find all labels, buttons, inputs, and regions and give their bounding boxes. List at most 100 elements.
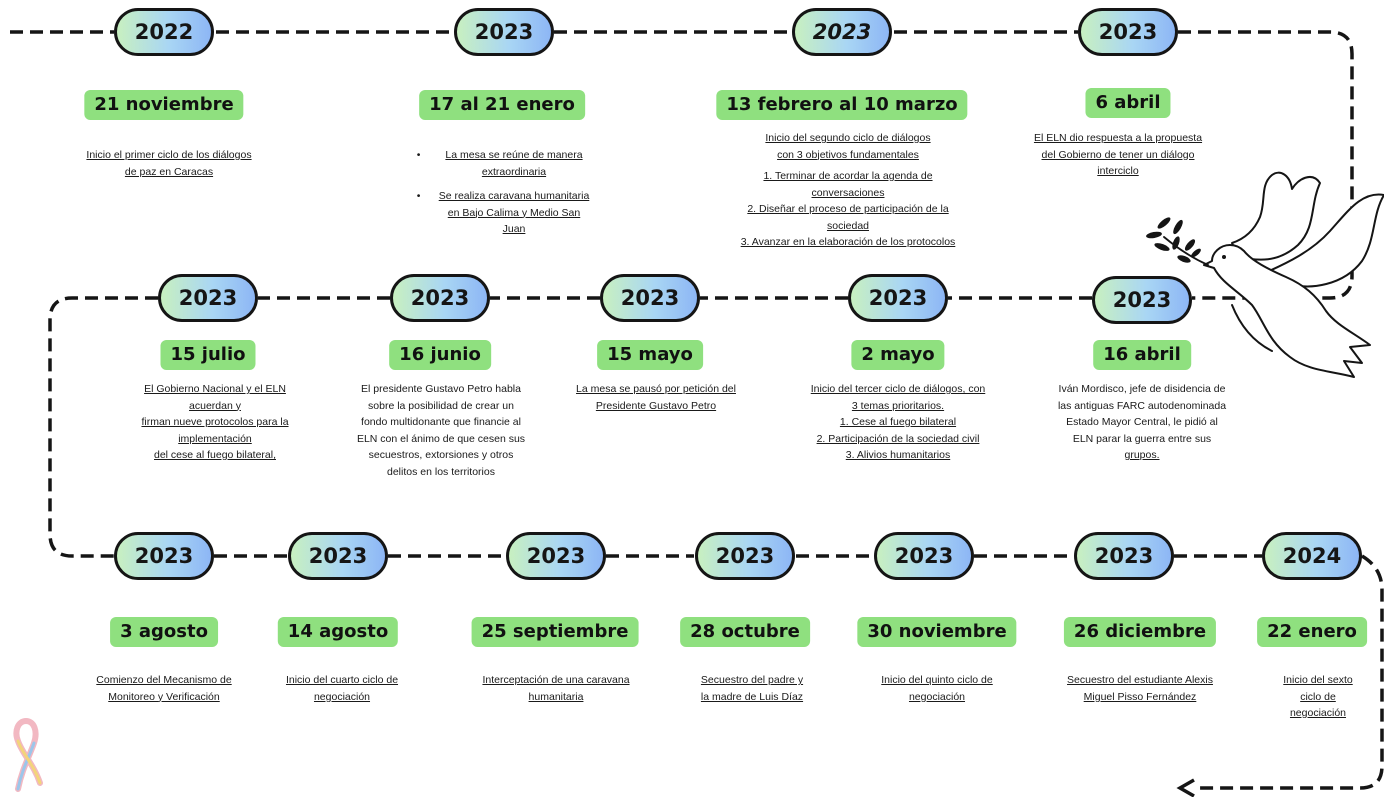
event-description: El Gobierno Nacional y el ELN acuerdan y… (141, 381, 288, 464)
desc-line: Se realiza caravana humanitaria (438, 190, 590, 202)
event-date: 6 abril (1085, 88, 1171, 118)
desc-line: firman nueve protocolos para la (141, 416, 289, 428)
desc-line: sobre la posibilidad de crear un (368, 399, 514, 412)
desc-line: grupos. (1124, 449, 1160, 461)
event-date: 21 noviembre (84, 90, 244, 120)
event-description: Inicio del sexto ciclo de negociación (1283, 672, 1352, 722)
desc-line: 2. Diseñar el proceso de participación d… (747, 203, 949, 215)
year-pill: 2023 (114, 532, 214, 580)
desc-line: de paz en Caracas (124, 165, 214, 178)
desc-line: 3 temas prioritarios. (851, 399, 945, 412)
peace-dove-icon (1146, 171, 1384, 378)
desc-line: ciclo de (1300, 690, 1336, 703)
event-date: 13 febrero al 10 marzo (716, 90, 968, 120)
event-description: Inicio el primer ciclo de los diálogos d… (86, 147, 251, 180)
event-description: Inicio del quinto ciclo de negociación (881, 672, 993, 705)
event-description: La mesa se pausó por petición del Presid… (576, 381, 736, 414)
event-date: 26 diciembre (1063, 617, 1217, 647)
desc-line: del Gobierno de tener un diálogo (1041, 148, 1195, 161)
desc-line: ELN con el ánimo de que cesen sus (356, 432, 526, 445)
event-date: 17 al 21 enero (419, 90, 585, 120)
event-description: La mesa se reúne de manera extraordinari… (417, 147, 590, 246)
event-date: 3 agosto (110, 617, 218, 647)
event-date: 14 agosto (277, 617, 399, 647)
desc-line: 1. Terminar de acordar la agenda de (763, 170, 933, 182)
event-description: Inicio del tercer ciclo de diálogos, con… (811, 381, 986, 464)
event-description: El ELN dio respuesta a la propuesta del … (1034, 130, 1202, 180)
desc-line: Inicio del sexto (1283, 674, 1353, 686)
event-description: Secuestro del padre y la madre de Luis D… (701, 672, 803, 705)
year-pill: 2022 (114, 8, 214, 56)
desc-line: delitos en los territorios (387, 465, 495, 478)
year-pill: 2023 (695, 532, 795, 580)
desc-line: Juan (502, 223, 526, 235)
event-description: Inicio del segundo ciclo de diálogos con… (741, 130, 956, 251)
year-pill: 2023 (158, 274, 258, 322)
event-date: 16 junio (389, 340, 491, 370)
desc-line: Miguel Pisso Fernández (1083, 690, 1197, 703)
desc-line: 1. Cese al fuego bilateral (839, 416, 957, 428)
desc-line: conversaciones (811, 186, 885, 199)
event-date: 2 mayo (851, 340, 945, 370)
desc-line: negociación (313, 690, 371, 703)
desc-line: las antiguas FARC autodenominada (1057, 399, 1227, 412)
desc-line: Inicio del tercer ciclo de diálogos, con (810, 383, 986, 395)
year-pill: 2024 (1262, 532, 1362, 580)
desc-line: Monitoreo y Verificación (108, 690, 220, 703)
year-pill: 2023 (848, 274, 948, 322)
event-date: 16 abril (1093, 340, 1191, 370)
desc-line: negociación (908, 690, 966, 703)
desc-line: El presidente Gustavo Petro habla (361, 383, 521, 395)
event-date: 30 noviembre (857, 617, 1017, 647)
desc-line: fondo multidonante que financie al (361, 416, 521, 428)
desc-line: sociedad (826, 219, 870, 232)
year-pill: 2023 (1078, 8, 1178, 56)
event-description: Interceptación de una caravana humanitar… (482, 672, 629, 705)
desc-line: El Gobierno Nacional y el ELN (144, 383, 286, 395)
year-pill: 2023 (600, 274, 700, 322)
desc-line: Inicio del segundo ciclo de diálogos (765, 132, 931, 144)
desc-line: interciclo (1097, 165, 1139, 177)
desc-line: Inicio el primer ciclo de los diálogos (86, 149, 252, 161)
year-pill: 2023 (506, 532, 606, 580)
event-description: Inicio del cuarto ciclo de negociación (286, 672, 398, 705)
desc-line: Iván Mordisco, jefe de disidencia de (1058, 383, 1226, 395)
bullet-item: Se realiza caravana humanitaria en Bajo … (417, 188, 590, 238)
desc-line: 3. Avanzar en la elaboración de los prot… (740, 236, 956, 248)
year-pill: 2023 (874, 532, 974, 580)
desc-line: ELN parar la guerra entre sus (1072, 432, 1212, 445)
year-pill: 2023 (288, 532, 388, 580)
event-description: Secuestro del estudiante Alexis Miguel P… (1067, 672, 1213, 705)
desc-line: en Bajo Calima y Medio San (447, 206, 581, 219)
desc-line: Inicio del cuarto ciclo de (285, 674, 399, 686)
event-description: El presidente Gustavo Petro habla sobre … (357, 381, 525, 480)
desc-line: El ELN dio respuesta a la propuesta (1033, 132, 1203, 144)
event-description: Iván Mordisco, jefe de disidencia de las… (1058, 381, 1226, 464)
desc-line: 3. Alivios humanitarios (845, 449, 951, 461)
desc-line: del cese al fuego bilateral, (154, 449, 276, 461)
desc-line: con 3 objetivos fundamentales (777, 148, 919, 161)
desc-line: Comienzo del Mecanismo de (96, 674, 232, 686)
event-date: 25 septiembre (471, 617, 639, 647)
desc-line: Secuestro del estudiante Alexis (1067, 674, 1213, 686)
year-pill: 2023 (792, 8, 892, 56)
desc-line: Secuestro del padre y (700, 674, 804, 686)
desc-line: implementación (178, 432, 252, 445)
desc-line: Inicio del quinto ciclo de (881, 674, 993, 686)
event-date: 28 octubre (680, 617, 810, 647)
year-pill: 2023 (390, 274, 490, 322)
awareness-ribbon-icon (13, 717, 43, 792)
desc-line: extraordinaria (481, 165, 547, 178)
event-description: Comienzo del Mecanismo de Monitoreo y Ve… (96, 672, 231, 705)
year-pill: 2023 (1092, 276, 1192, 324)
event-date: 15 julio (160, 340, 256, 370)
event-date: 15 mayo (597, 340, 703, 370)
desc-line: humanitaria (528, 690, 584, 703)
desc-line: Presidente Gustavo Petro (595, 399, 717, 412)
desc-line: la madre de Luis Díaz (700, 690, 804, 703)
year-pill: 2023 (1074, 532, 1174, 580)
desc-line: 2. Participación de la sociedad civil (816, 432, 980, 445)
bullet-item: La mesa se reúne de manera extraordinari… (417, 147, 590, 180)
desc-line: La mesa se pausó por petición del (576, 383, 736, 395)
